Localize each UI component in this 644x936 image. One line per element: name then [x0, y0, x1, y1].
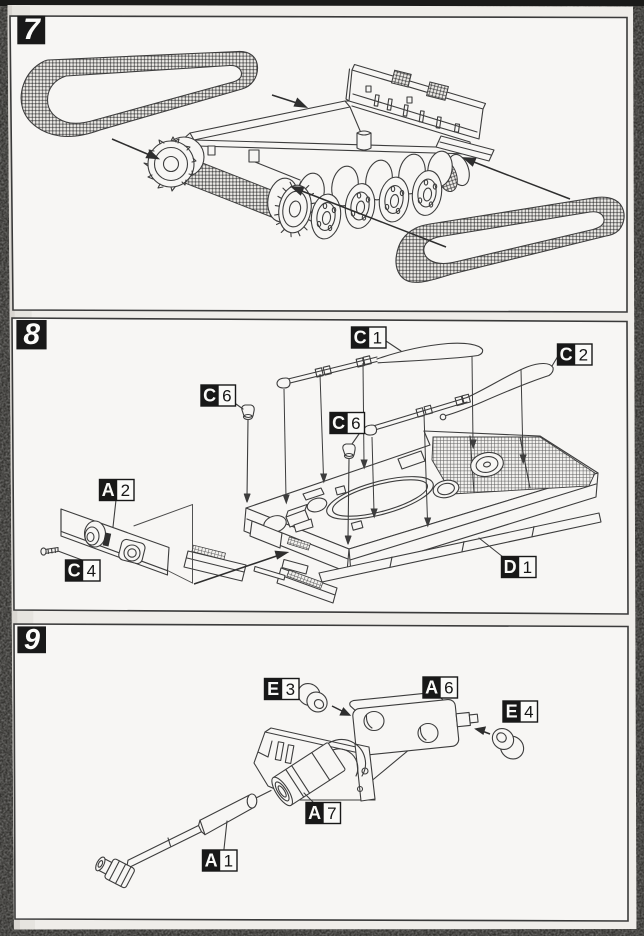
svg-text:6: 6 [222, 387, 231, 406]
svg-text:C: C [560, 345, 573, 365]
svg-text:2: 2 [121, 481, 130, 500]
svg-text:6: 6 [444, 679, 453, 698]
svg-text:4: 4 [87, 562, 96, 581]
svg-text:2: 2 [579, 346, 588, 365]
svg-text:1: 1 [373, 329, 382, 348]
svg-text:9: 9 [24, 624, 40, 656]
svg-text:C: C [354, 328, 367, 348]
svg-text:4: 4 [524, 703, 533, 722]
svg-text:1: 1 [224, 852, 233, 871]
svg-text:A: A [425, 678, 438, 698]
svg-text:C: C [332, 413, 345, 433]
svg-text:D: D [504, 557, 517, 577]
svg-text:7: 7 [23, 13, 41, 46]
svg-text:8: 8 [23, 318, 40, 351]
svg-text:7: 7 [327, 804, 336, 823]
svg-text:6: 6 [351, 414, 360, 433]
svg-text:C: C [68, 561, 81, 581]
svg-text:E: E [506, 702, 518, 722]
svg-text:3: 3 [286, 680, 295, 699]
svg-text:A: A [102, 480, 115, 500]
svg-text:1: 1 [523, 558, 532, 577]
svg-text:E: E [267, 679, 279, 699]
svg-text:A: A [205, 851, 218, 871]
svg-text:C: C [203, 386, 216, 406]
svg-text:A: A [308, 803, 321, 823]
